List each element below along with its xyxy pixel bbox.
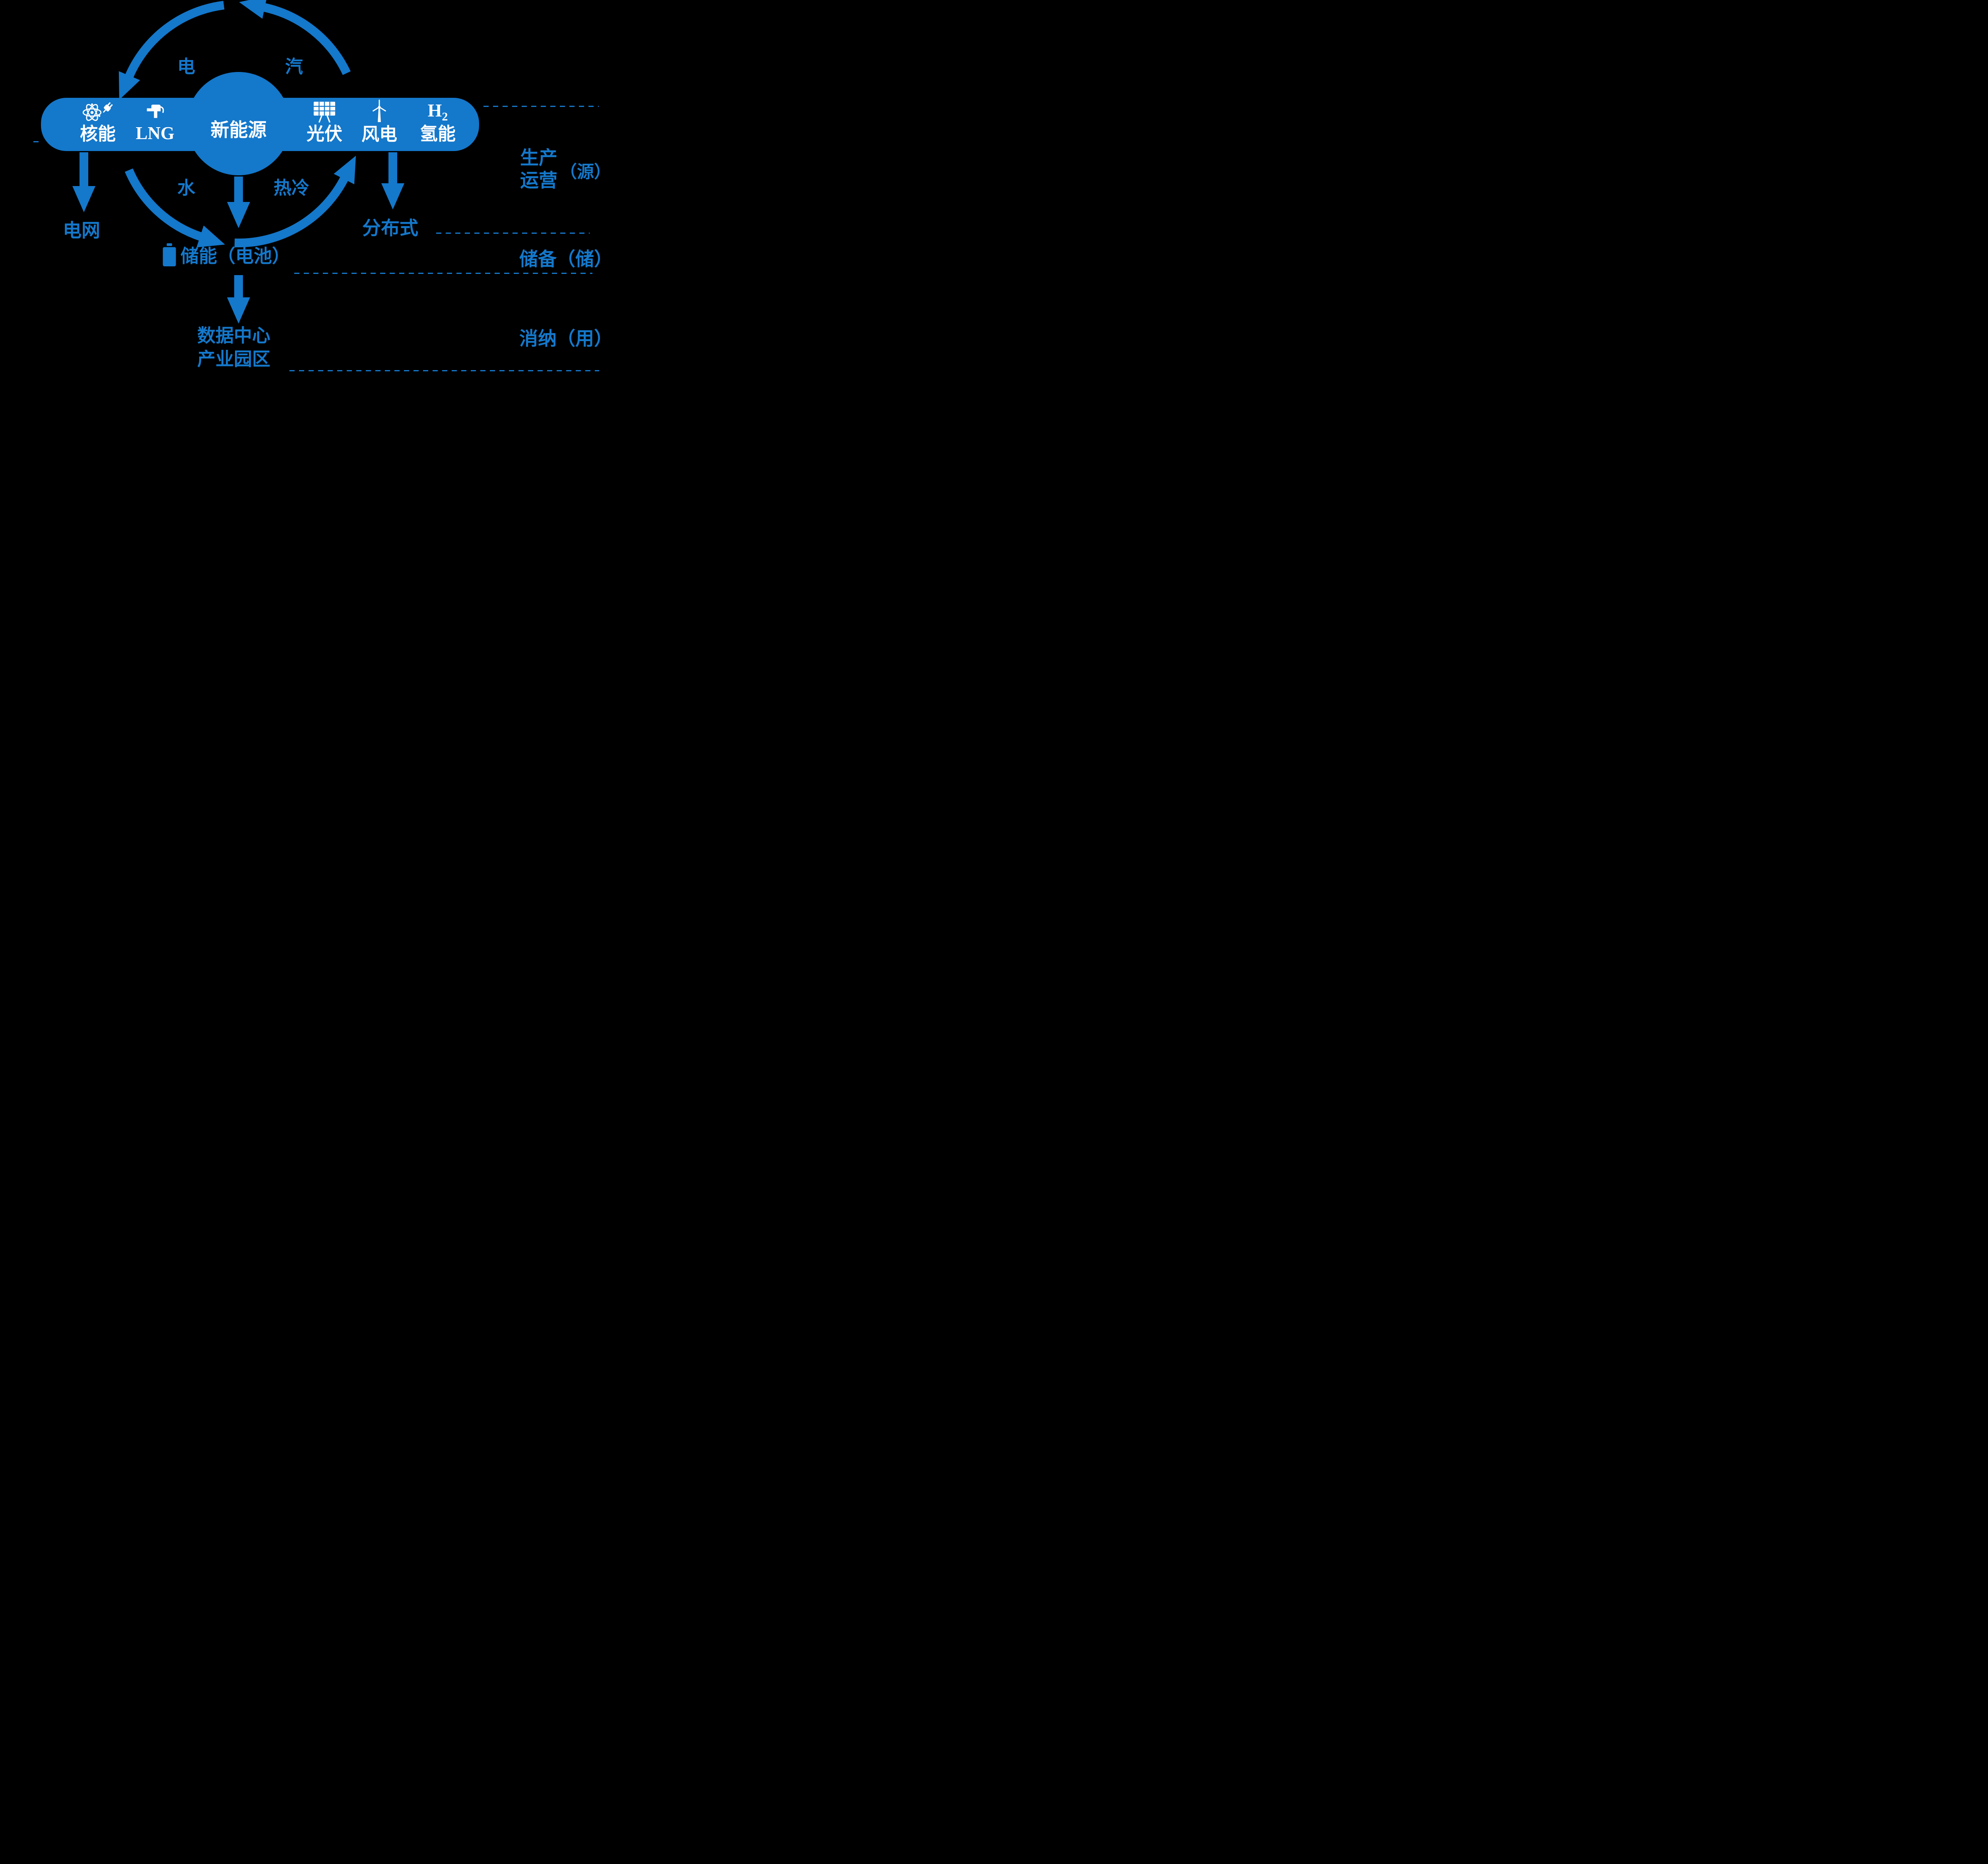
bar-item-pv: 光伏 bbox=[302, 101, 347, 144]
stage-production-line1: 生产 bbox=[520, 148, 557, 169]
divider-dashed-left-edge bbox=[33, 141, 41, 142]
solar-panel-icon bbox=[313, 101, 336, 123]
cycle-label-electricity: 电 bbox=[177, 57, 196, 77]
node-distributed: 分布式 bbox=[362, 218, 418, 239]
node-datacenter-line2: 产业园区 bbox=[197, 349, 270, 369]
formula-sub: 2 bbox=[442, 110, 448, 124]
bar-item-lng: LNG bbox=[130, 100, 181, 144]
stage-production-line2: 运营 bbox=[520, 171, 557, 192]
hydrogen-formula: H2 bbox=[428, 101, 448, 123]
fuel-nozzle-icon bbox=[147, 105, 164, 118]
divider-dashed-source-storage bbox=[436, 233, 590, 234]
formula-base: H bbox=[427, 100, 442, 120]
cycle-label-water: 水 bbox=[177, 178, 196, 198]
hub-label: 新能源 bbox=[210, 120, 267, 141]
cycle-arc-bottom-left bbox=[124, 168, 225, 248]
divider-dashed-storage-use bbox=[294, 273, 592, 274]
stage-production: 生产 运营 （源） bbox=[520, 147, 611, 193]
bar-item-label: 氢能 bbox=[419, 124, 456, 144]
integrated-energy-diagram: 新能源 核能 LN bbox=[0, 0, 612, 373]
bar-item-label: 光伏 bbox=[306, 124, 342, 144]
atom-plug-icon bbox=[82, 102, 113, 121]
bar-item-hydrogen: H2 氢能 bbox=[414, 101, 462, 144]
cycle-arc-bottom-right bbox=[234, 155, 356, 248]
cycle-arc-top-left bbox=[118, 1, 225, 100]
bar-item-nuclear: 核能 bbox=[75, 100, 121, 144]
cycle-arc-top-right bbox=[239, 0, 351, 75]
divider-dashed-bottom bbox=[289, 370, 599, 371]
bar-item-label: 风电 bbox=[361, 124, 397, 144]
cycle-label-heat-cold: 热冷 bbox=[274, 178, 310, 198]
bar-item-label: 核能 bbox=[80, 124, 116, 144]
node-datacenter-line1: 数据中心 bbox=[197, 326, 270, 346]
stage-reserve: 储备（储） bbox=[519, 249, 612, 270]
cycle-label-steam: 汽 bbox=[285, 57, 303, 77]
stage-production-tag: （源） bbox=[560, 163, 611, 182]
node-storage: 储能（电池） bbox=[162, 242, 290, 268]
node-datacenter: 数据中心 产业园区 bbox=[197, 324, 270, 371]
divider-dashed-top-right bbox=[483, 106, 599, 107]
battery-icon bbox=[163, 243, 176, 266]
new-energy-hub-circle bbox=[187, 72, 290, 175]
node-grid: 电网 bbox=[63, 221, 100, 241]
bar-item-label: LNG bbox=[136, 123, 175, 143]
wind-turbine-icon bbox=[373, 99, 386, 122]
bar-item-wind: 风电 bbox=[357, 99, 402, 145]
node-storage-label: 储能（电池） bbox=[181, 246, 290, 266]
flow-arrows-layer bbox=[72, 0, 404, 324]
stage-consumption: 消纳（用） bbox=[519, 329, 612, 349]
